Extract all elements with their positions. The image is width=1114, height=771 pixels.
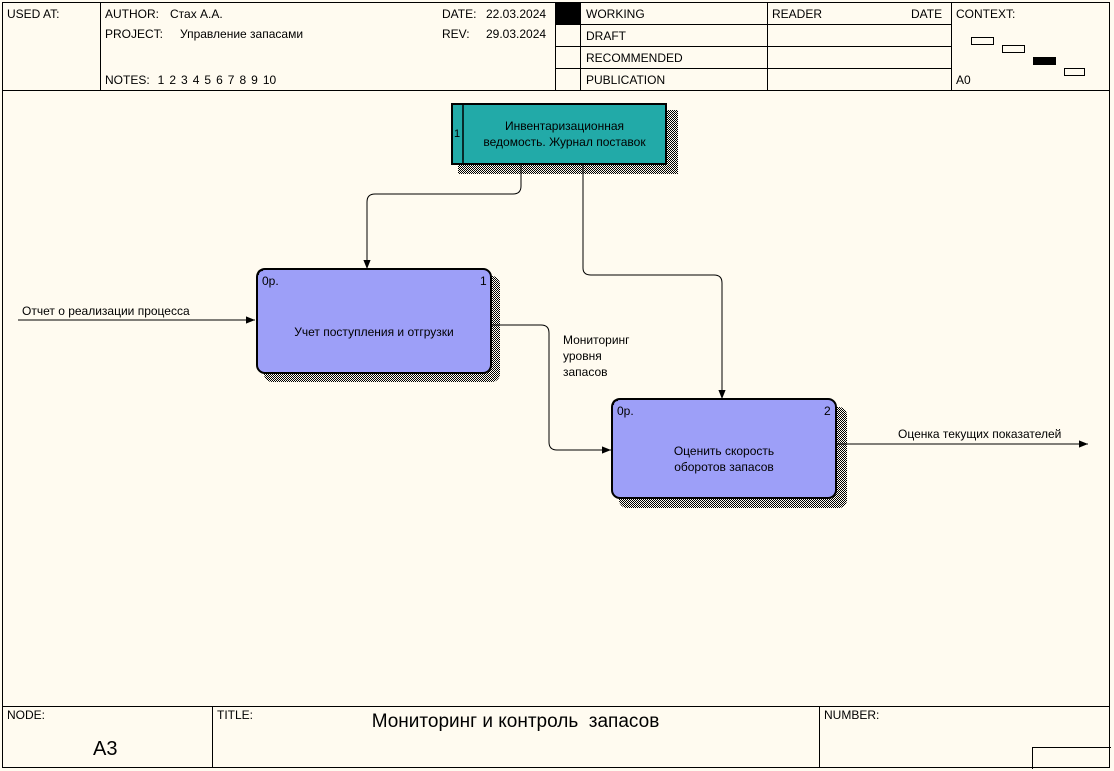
process-box-1[interactable] [256,268,492,374]
reader-date-label: DATE [911,7,943,21]
status-row-divider [555,68,951,69]
process-box-2[interactable] [611,398,837,499]
box-corner [257,269,264,276]
box2-label: Оценить скорость оборотов запасов [612,443,836,475]
reader-label: READER [772,7,823,21]
note-number[interactable]: 10 [262,73,277,87]
footer-col-divider [212,706,213,768]
date-value: 22.03.2024 [486,7,547,21]
author-label: AUTHOR: [105,7,159,21]
control-arrow-to-box1[interactable] [363,164,522,269]
note-number[interactable]: 3 [181,73,188,87]
reference-text-line: ведомость. Журнал поставок [483,135,646,149]
box1-cost: 0р. [262,274,279,288]
footer-col-divider [819,706,820,768]
control-arrow-to-box2[interactable] [582,164,726,399]
project-label: PROJECT: [105,27,164,41]
working-status-marker [556,3,580,24]
reference-text: Инвентаризационная ведомость. Журнал пос… [463,118,666,150]
context-label: CONTEXT: [956,7,1016,21]
flow-arrow-box1-to-box2[interactable] [491,324,611,454]
status-row-divider [555,46,951,47]
status-row-divider [555,24,951,25]
context-map-box [1002,45,1025,53]
status-publication: PUBLICATION [586,73,666,87]
note-number[interactable]: 6 [216,73,223,87]
note-number[interactable]: 8 [239,73,247,87]
box1-label: Учет поступления и отгрузки [294,325,454,339]
used-at-label: USED AT: [7,7,60,21]
box2-cost: 0р. [617,404,634,418]
node-value: A3 [93,738,118,760]
footer-divider [2,706,1110,707]
title-label: TITLE: [217,708,254,722]
context-map-box [1064,68,1085,76]
author-value: Стах А.А. [170,7,223,21]
number-label: NUMBER: [824,708,880,722]
rev-value: 29.03.2024 [486,27,547,41]
note-number[interactable]: 2 [169,73,177,87]
status-working: WORKING [586,7,645,21]
status-draft: DRAFT [586,29,626,43]
status-recommended: RECOMMENDED [586,51,683,65]
middle-arrow-label: Мониторинг уровня запасов [563,332,630,380]
middle-arrow-label-line: запасов [563,365,608,379]
rev-label: REV: [442,27,470,41]
context-map-box-current [1033,57,1056,65]
middle-arrow-label-line: Мониторинг [563,333,630,347]
reference-box[interactable] [451,103,667,165]
box2-number: 2 [824,404,831,418]
box1-number: 1 [480,274,487,288]
box-corner [612,399,619,406]
note-number[interactable]: 7 [227,73,235,87]
note-number[interactable]: 5 [204,73,212,87]
project-value: Управление запасами [180,27,304,41]
reference-number: 1 [454,128,461,140]
notes-label: NOTES: [105,73,150,87]
diagram-title: Мониторинг и контроль запасов [371,711,660,732]
context-map-box [971,37,994,45]
header-divider [2,90,1110,91]
middle-arrow-label-line: уровня [563,349,602,363]
note-number[interactable]: 1 [157,73,165,87]
output-arrow-label: Оценка текущих показателей [898,427,1062,441]
header-col-divider [951,2,952,90]
note-number[interactable]: 9 [251,73,258,87]
note-number[interactable]: 4 [192,73,200,87]
header-col-divider [100,2,101,90]
node-label: NODE: [7,708,46,722]
footer-corner-cell [1032,747,1111,769]
reference-text-line: Инвентаризационная [504,119,625,133]
box2-label-line: Оценить скорость [673,444,775,458]
box2-label-line: оборотов запасов [674,460,774,474]
date-label: DATE: [442,7,477,21]
context-node: A0 [956,73,971,87]
input-arrow-label: Отчет о реализации процесса [22,304,190,318]
